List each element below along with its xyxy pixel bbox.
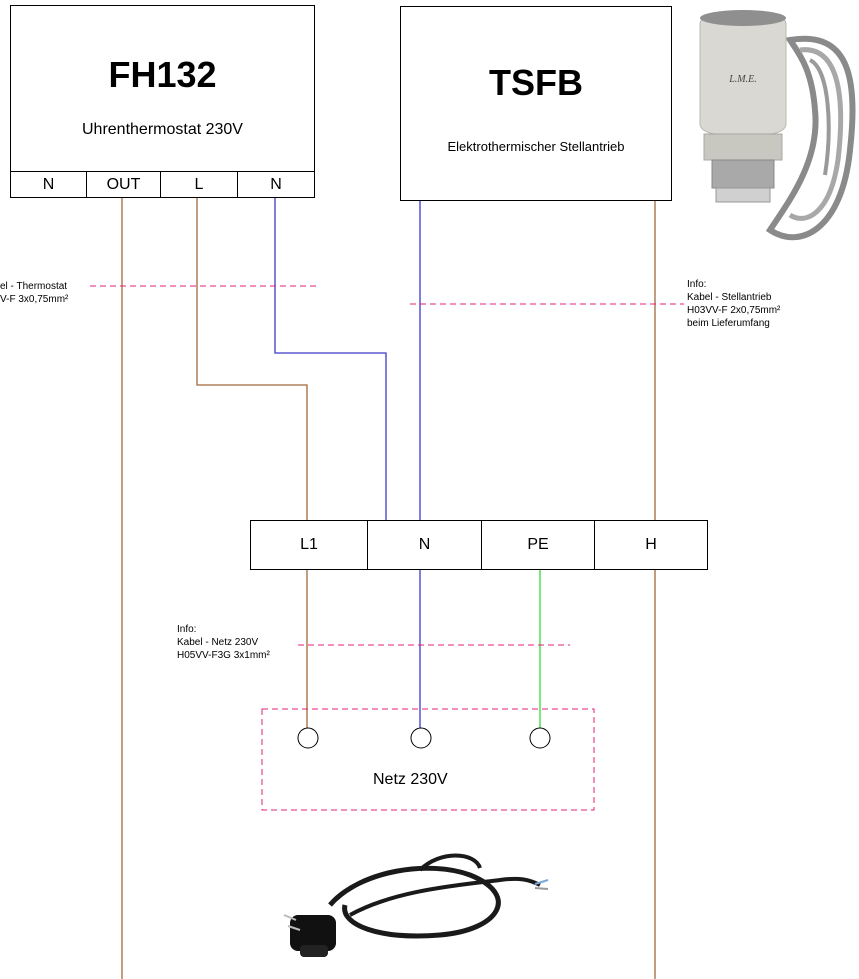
blue-wires <box>274 197 421 728</box>
actuator-model: TSFB <box>489 62 583 103</box>
mains-box <box>261 708 595 811</box>
wire-n-thermostat <box>274 197 387 520</box>
terminal-circle-icon <box>297 727 319 749</box>
info-thermostat-line-2: V-F 3x0,75mm² <box>0 294 69 305</box>
info-mains-line-3: H05VV-F3G 3x1mm² <box>177 650 270 661</box>
junction-terminal-pe: PE <box>481 520 595 570</box>
actuator-brand: L.M.E. <box>728 74 757 85</box>
thermostat-model: FH132 <box>108 54 217 95</box>
info-actuator-cable: Info: Kabel - Stellantrieb H03VV-F 2x0,7… <box>687 278 780 330</box>
terminal-circle-icon <box>529 727 551 749</box>
junction-terminal-n: N <box>367 520 482 570</box>
mains-terminals <box>297 727 551 749</box>
thermostat-terminal-n2: N <box>237 171 315 198</box>
thermostat-terminal-out: OUT <box>86 171 161 198</box>
guide-dashes <box>90 285 684 646</box>
info-actuator-line-2: Kabel - Stellantrieb <box>687 292 772 303</box>
brown-wires <box>121 197 656 979</box>
info-mains-cable: Info: Kabel - Netz 230V H05VV-F3G 3x1mm² <box>177 623 270 662</box>
info-actuator-line-1: Info: <box>687 279 707 290</box>
actuator-box: TSFB Elektrothermischer Stellantrieb <box>400 6 672 201</box>
actuator-description: Elektrothermischer Stellantrieb <box>447 139 625 154</box>
terminal-circle-icon <box>410 727 432 749</box>
info-actuator-line-3: H03VV-F 2x0,75mm² <box>687 305 781 316</box>
thermostat-description: Uhrenthermostat 230V <box>82 121 243 138</box>
power-plug-photo <box>283 853 549 957</box>
mains-label: Netz 230V <box>373 771 448 788</box>
thermostat-terminal-l: L <box>160 171 238 198</box>
junction-terminal-l1: L1 <box>250 520 368 570</box>
junction-terminal-h: H <box>594 520 708 570</box>
actuator-photo: L.M.E. <box>699 10 856 241</box>
thermostat-terminal-n1: N <box>10 171 87 198</box>
info-mains-line-1: Info: <box>177 624 197 635</box>
wire-l-to-l1 <box>196 197 308 520</box>
thermostat-box: FH132 Uhrenthermostat 230V <box>10 5 315 198</box>
info-mains-line-2: Kabel - Netz 230V <box>177 637 259 648</box>
info-actuator-line-4: beim Lieferumfang <box>687 318 770 329</box>
info-thermostat-line-1: el - Thermostat <box>0 281 68 292</box>
info-thermostat-cable: el - Thermostat V-F 3x0,75mm² <box>0 280 68 306</box>
